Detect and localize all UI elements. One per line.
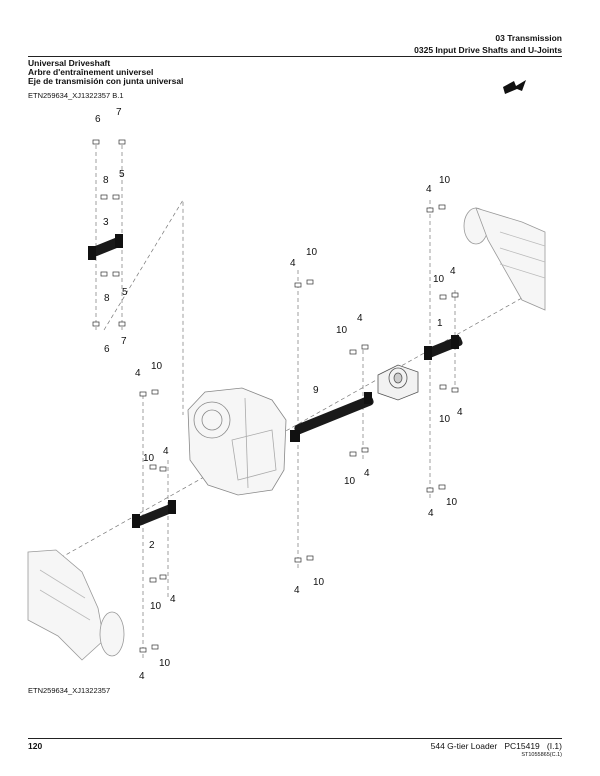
callout-4: 4	[426, 184, 432, 195]
title-english: Universal Driveshaft	[28, 58, 111, 68]
callout-10: 10	[150, 601, 162, 612]
catalog-number: PC15419	[504, 741, 540, 751]
callout-4: 4	[290, 258, 296, 269]
callout-10: 10	[159, 658, 171, 669]
callout-7: 7	[121, 336, 127, 347]
page-number: 120	[28, 741, 43, 751]
footer-catalog-info: 544 G-tier Loader PC15419 (I.1)	[431, 741, 562, 751]
transmission-housing	[187, 387, 287, 496]
callout-4: 4	[457, 407, 463, 418]
callout-10: 10	[143, 453, 155, 464]
callout-4: 4	[294, 585, 300, 596]
callout-10: 10	[439, 414, 451, 425]
callout-4: 4	[450, 266, 456, 277]
callout-6: 6	[95, 114, 101, 125]
callout-4: 4	[357, 313, 363, 324]
callout-1: 1	[437, 318, 443, 329]
driveshaft-part-9	[290, 392, 374, 442]
callout-10: 10	[344, 476, 356, 487]
callout-4: 4	[163, 446, 169, 457]
group-title: 0325 Input Drive Shafts and U-Joints	[414, 45, 562, 55]
footer-rule	[28, 738, 562, 739]
rear-axle	[27, 549, 125, 661]
header-rule	[28, 56, 562, 57]
callout-6: 6	[104, 344, 110, 355]
callout-5: 5	[119, 169, 125, 180]
callout-8: 8	[104, 293, 110, 304]
callout-4: 4	[139, 671, 145, 682]
callout-4: 4	[135, 368, 141, 379]
driveshaft-part-2	[132, 500, 177, 528]
callout-10: 10	[433, 274, 445, 285]
title-spanish: Eje de transmisión con junta universal	[28, 76, 184, 86]
figure-id-bottom: ETN259634_XJ1322357	[28, 686, 111, 695]
u-joint-part-3	[88, 234, 123, 260]
callout-7: 7	[116, 107, 122, 118]
model-name: 544 G-tier Loader	[430, 741, 498, 751]
revision: (I.1)	[546, 741, 562, 751]
front-axle	[463, 207, 546, 311]
document-code: ST1055865(C.1)	[521, 752, 562, 758]
callout-10: 10	[306, 247, 318, 258]
support-bearing	[377, 364, 419, 401]
callout-10: 10	[151, 361, 163, 372]
callout-10: 10	[439, 175, 451, 186]
callout-9: 9	[313, 385, 319, 396]
callout-4: 4	[170, 594, 176, 605]
callout-2: 2	[149, 540, 155, 551]
callout-4: 4	[428, 508, 434, 519]
section-title: 03 Transmission	[495, 33, 562, 43]
figure-id-top: ETN259634_XJ1322357 B.1	[28, 91, 124, 100]
callout-8: 8	[103, 175, 109, 186]
callout-10: 10	[446, 497, 458, 508]
callout-5: 5	[122, 287, 128, 298]
direction-arrow-icon	[503, 80, 526, 94]
fasteners	[92, 139, 459, 653]
driveshaft-part-1	[424, 335, 463, 360]
callout-3: 3	[103, 217, 109, 228]
title-french: Arbre d'entraînement universel	[28, 67, 154, 77]
callout-4: 4	[364, 468, 370, 479]
callout-10: 10	[313, 577, 325, 588]
callout-10: 10	[336, 325, 348, 336]
callout-labels: 6 7 8 5 3 8 5 6 7 4 10 10 4 2 10 4 4 10 …	[95, 107, 463, 682]
